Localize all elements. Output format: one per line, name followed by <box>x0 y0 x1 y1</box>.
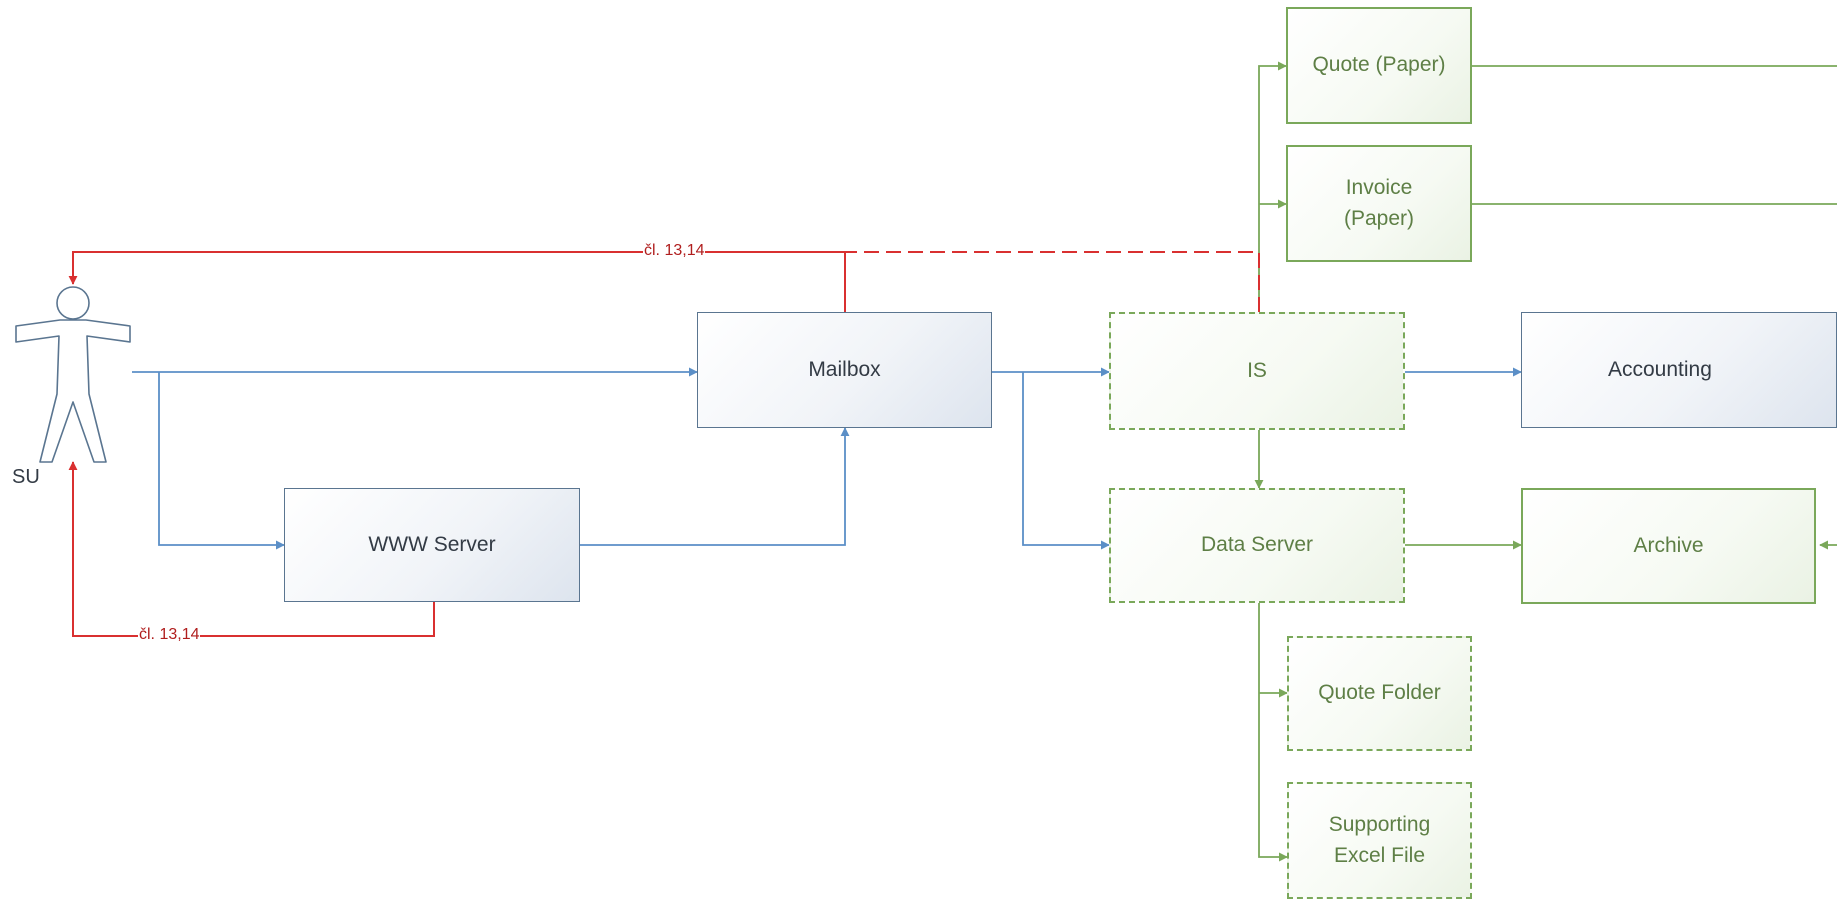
edge-dataserver-quote-folder <box>1258 603 1288 862</box>
quote-paper-label: Quote (Paper) <box>1312 53 1446 77</box>
mailbox-label: Mailbox <box>808 357 881 381</box>
blue-connectors <box>132 367 1522 550</box>
green-connectors <box>1254 61 1837 862</box>
archive-label: Archive <box>1633 533 1704 557</box>
www-server-label: WWW Server <box>368 532 496 556</box>
edge-mailbox-actor <box>68 251 846 312</box>
edge-is-actor-dashed <box>845 251 1260 312</box>
quote-paper-node[interactable]: Quote (Paper) <box>1286 7 1472 124</box>
supporting-excel-node[interactable]: Supporting Excel File <box>1287 782 1472 899</box>
data-server-node[interactable]: Data Server <box>1109 488 1405 603</box>
quote-folder-label: Quote Folder <box>1318 681 1441 705</box>
edge-label-bottom: čl. 13,14 <box>138 626 201 643</box>
accounting-node[interactable]: Accounting <box>1521 312 1837 428</box>
edge-mailbox-dataserver <box>1022 372 1110 550</box>
invoice-paper-node[interactable]: Invoice (Paper) <box>1286 145 1472 262</box>
edge-actor-www <box>158 372 285 550</box>
edge-is-quote-paper <box>1258 61 1287 312</box>
edge-label-top: čl. 13,14 <box>643 242 706 259</box>
quote-folder-node[interactable]: Quote Folder <box>1287 636 1472 751</box>
person-icon <box>15 286 131 463</box>
accounting-label: Accounting <box>1608 357 1712 381</box>
data-server-label: Data Server <box>1200 533 1314 557</box>
supporting-excel-label: Supporting Excel File <box>1328 813 1431 867</box>
www-server-node[interactable]: WWW Server <box>284 488 580 602</box>
actor-label: SU <box>12 466 40 488</box>
edge-www-mailbox <box>580 427 850 546</box>
red-connectors <box>68 251 1260 637</box>
mailbox-node[interactable]: Mailbox <box>697 312 992 428</box>
is-label: IS <box>1247 358 1267 382</box>
invoice-paper-label: Invoice (Paper) <box>1343 176 1415 230</box>
is-node[interactable]: IS <box>1109 312 1405 430</box>
edge-www-actor <box>68 461 435 637</box>
archive-node[interactable]: Archive <box>1521 488 1816 604</box>
